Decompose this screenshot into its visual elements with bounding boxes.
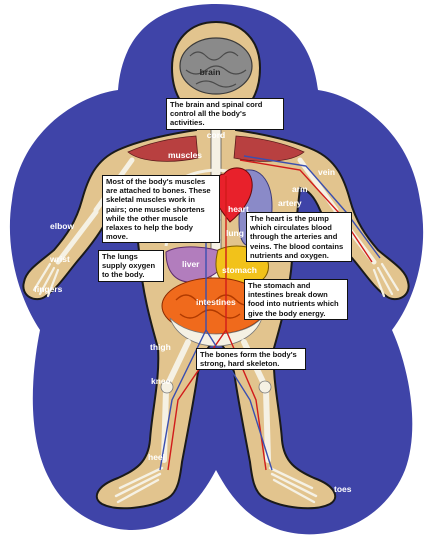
brain-folds xyxy=(185,51,247,88)
note-bones: The bones form the body's strong, hard s… xyxy=(196,348,306,371)
shoulder-muscles-left xyxy=(127,135,199,162)
note-stomach: The stomach and intestines break down fo… xyxy=(244,279,348,320)
label-spinal-line2: cord xyxy=(207,130,225,140)
label-arm: arm xyxy=(292,184,308,194)
foot-bones xyxy=(114,466,318,504)
label-elbow: elbow xyxy=(50,221,74,231)
label-intestines: intestines xyxy=(196,297,236,307)
label-thigh: thigh xyxy=(150,342,171,352)
note-lungs: The lungs supply oxygen to the body. xyxy=(98,250,164,282)
note-brain: The brain and spinal cord control all th… xyxy=(166,98,284,130)
label-heart: heart xyxy=(228,204,249,214)
knee-cap-left xyxy=(160,380,174,394)
label-lung: lung xyxy=(226,228,244,238)
knee-cap-right xyxy=(258,380,272,394)
label-stomach: stomach xyxy=(222,265,257,275)
label-knee: knee xyxy=(151,376,171,386)
label-wrist: wrist xyxy=(49,254,70,264)
label-toes: toes xyxy=(334,484,352,494)
note-muscles: Most of the body's muscles are attached … xyxy=(102,175,220,244)
note-heart: The heart is the pump which circulates b… xyxy=(246,212,352,263)
label-liver: liver xyxy=(182,259,200,269)
label-vein: vein xyxy=(318,167,335,177)
label-brain: brain xyxy=(200,67,221,77)
label-heel: heel xyxy=(148,452,165,462)
label-artery: artery xyxy=(278,198,302,208)
hand-bones xyxy=(32,262,400,298)
label-muscles: muscles xyxy=(168,150,202,160)
shoulder-muscles-right xyxy=(233,135,305,162)
label-fingers: fingers xyxy=(34,284,63,294)
